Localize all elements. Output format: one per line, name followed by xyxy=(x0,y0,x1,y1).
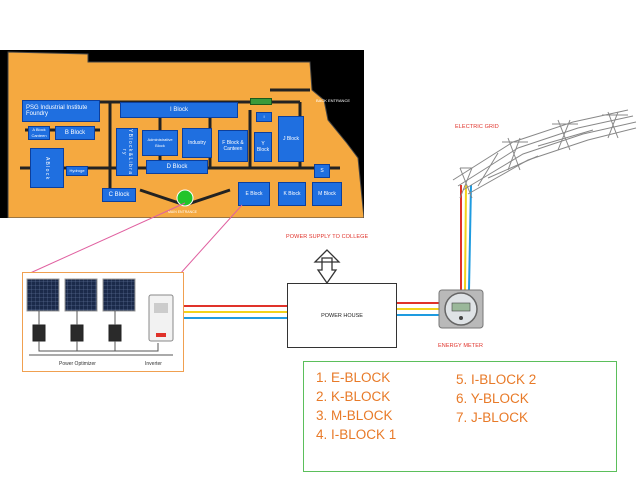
block-library-label: Y B l o c k & L i b r a r y xyxy=(121,129,133,175)
block-m: M Block xyxy=(312,182,342,206)
block-e-label: E Block xyxy=(245,191,263,197)
solar-panel-3 xyxy=(102,278,136,312)
power-supply-label: POWER SUPPLY TO COLLEGE xyxy=(286,234,369,240)
power-optimizer-label: Power Optimizer xyxy=(59,361,96,367)
campus-map: PSG Industrial Institute Foundry A Block… xyxy=(0,50,364,218)
legend-item-6: 6. Y-BLOCK xyxy=(456,391,529,406)
block-i: I Block xyxy=(120,102,238,118)
block-d: D Block xyxy=(146,160,208,174)
solar-panel-1 xyxy=(26,278,60,312)
foundry-label: PSG Industrial Institute Foundry xyxy=(26,105,88,117)
power-house-box: POWER HOUSE xyxy=(287,283,397,348)
power-house-label: POWER HOUSE xyxy=(321,312,363,319)
block-s-label: S xyxy=(320,168,324,174)
block-hydro: Hydroge xyxy=(66,166,88,176)
block-b-label: B Block xyxy=(64,130,86,136)
electric-grid-pylons xyxy=(452,109,637,199)
electric-grid-label: ELECTRIC GRID xyxy=(455,124,499,130)
block-d-label: D Block xyxy=(166,164,188,170)
block-small-i-label: I xyxy=(263,114,265,119)
back-entrance-label: BACK ENTRANCE xyxy=(316,98,351,103)
energy-meter-icon xyxy=(438,289,484,329)
block-a-canteen-label: A Block Canteen xyxy=(31,127,47,138)
block-c: C Block xyxy=(102,188,136,202)
block-y: Y Block xyxy=(254,132,272,162)
block-i-label: I Block xyxy=(169,107,188,113)
legend-item-2: 2. K-BLOCK xyxy=(316,389,391,404)
solar-system-box: Power Optimizer Inverter xyxy=(22,272,184,372)
solar-panels xyxy=(26,278,174,356)
block-a-canteen: A Block Canteen xyxy=(28,126,50,140)
block-library: Y B l o c k & L i b r a r y xyxy=(116,128,138,176)
legend-item-3: 3. M-BLOCK xyxy=(316,408,393,423)
block-f-label: F Block & Canteen xyxy=(222,140,244,152)
inverter-unit xyxy=(148,294,174,342)
block-c-label: C Block xyxy=(108,192,130,198)
block-m-label: M Block xyxy=(318,191,336,197)
block-a: A B l o c k xyxy=(30,148,64,188)
block-a-label: A B l o c k xyxy=(44,156,50,180)
block-k-label: K Block xyxy=(283,191,301,197)
legend-item-4: 4. I-BLOCK 1 xyxy=(316,427,397,442)
block-legend: 1. E-BLOCK 2. K-BLOCK 3. M-BLOCK 4. I-BL… xyxy=(303,361,617,472)
legend-item-7: 7. J-BLOCK xyxy=(456,410,529,425)
block-b: B Block xyxy=(55,126,95,140)
green-marker-block xyxy=(250,98,272,105)
block-admin-label: Administrative Block xyxy=(147,137,173,148)
legend-item-1: 1. E-BLOCK xyxy=(316,370,391,385)
power-point-marker xyxy=(176,189,194,207)
energy-meter-label: ENERGY METER xyxy=(438,343,484,349)
block-j: J Block xyxy=(278,116,304,162)
block-s: S xyxy=(314,164,330,178)
block-f: F Block & Canteen xyxy=(218,130,248,162)
block-hydro-label: Hydroge xyxy=(69,168,85,173)
block-admin: Administrative Block xyxy=(142,130,178,156)
block-industry-label: Industry xyxy=(188,140,206,146)
block-industry: Industry xyxy=(182,128,212,158)
block-k: K Block xyxy=(278,182,306,206)
main-entrance-label: MAIN ENTRANCE xyxy=(168,210,197,214)
block-j-label: J Block xyxy=(282,136,300,142)
foundry-block: PSG Industrial Institute Foundry xyxy=(22,100,100,122)
block-e: E Block xyxy=(238,182,270,206)
legend-item-5: 5. I-BLOCK 2 xyxy=(456,372,537,387)
block-small-i: I xyxy=(256,112,272,122)
inverter-label: Inverter xyxy=(145,361,162,367)
solar-panel-2 xyxy=(64,278,98,312)
block-y-label: Y Block xyxy=(256,141,270,153)
power-optimizers xyxy=(32,324,122,342)
